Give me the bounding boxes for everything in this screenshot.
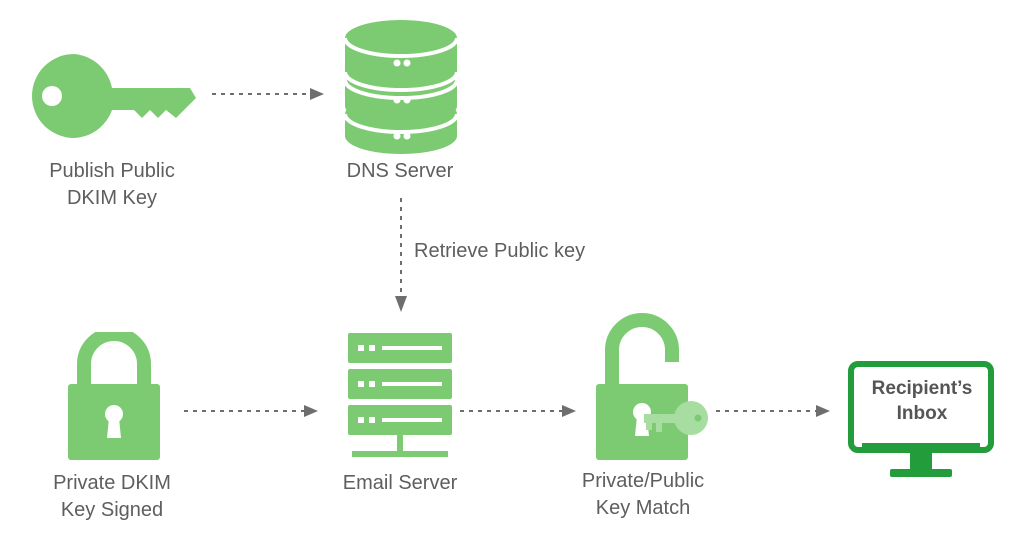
retrieve-key-label: Retrieve Public key (414, 238, 585, 265)
database-icon (343, 20, 459, 154)
inbox-screen-text: Recipient’s Inbox (852, 376, 992, 426)
key-match-label-line2: Key Match (595, 497, 691, 519)
publish-key-label-line1: Publish Public (49, 160, 175, 182)
dns-server-label-line1: DNS Server (346, 160, 454, 182)
arrow-email-to-match (460, 405, 576, 417)
arrow-private-to-email (184, 405, 318, 417)
inbox-line2: Inbox (896, 403, 948, 424)
key-match-label-line1: Private/Public (581, 470, 705, 492)
server-icon (348, 333, 452, 457)
arrow-match-to-inbox (716, 405, 830, 417)
arrow-dns-to-email (395, 198, 407, 312)
arrow-publish-to-dns (212, 88, 324, 100)
private-key-label-line1: Private DKIM (53, 472, 171, 494)
key-icon (32, 54, 196, 138)
private-key-label-line2: Key Signed (60, 499, 164, 521)
email-server-label-line1: Email Server (342, 472, 458, 494)
key-match-label: Private/Public Key Match (553, 468, 733, 522)
email-server-label: Email Server (310, 470, 490, 497)
retrieve-key-label-text: Retrieve Public key (414, 240, 586, 262)
publish-key-label-line2: DKIM Key (66, 187, 158, 209)
dns-server-label: DNS Server (310, 158, 490, 185)
monitor-icon (848, 361, 994, 477)
unlocked-padlock-with-key-icon (596, 313, 708, 460)
private-key-label: Private DKIM Key Signed (22, 470, 202, 524)
lock-icon (68, 332, 160, 460)
publish-key-label: Publish Public DKIM Key (22, 158, 202, 212)
inbox-line1: Recipient’s (871, 378, 973, 399)
